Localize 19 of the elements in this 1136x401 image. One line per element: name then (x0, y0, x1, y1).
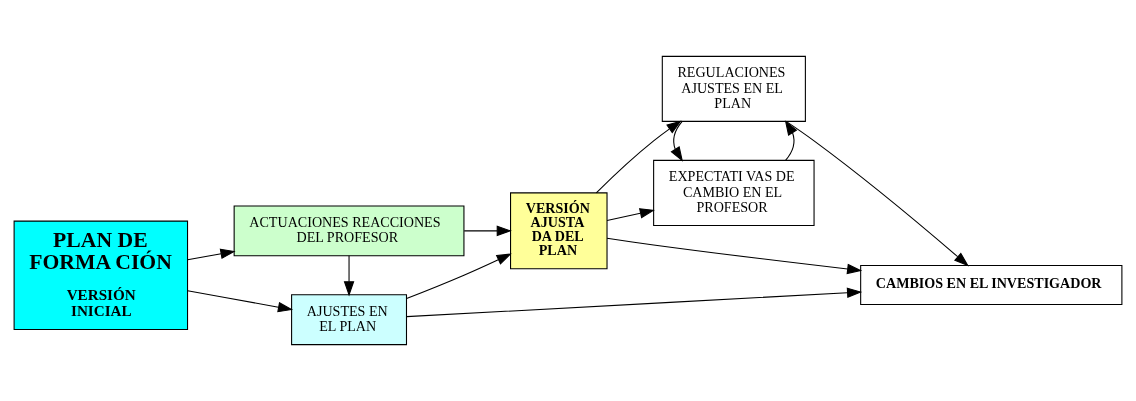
arrow (606, 237, 863, 275)
node-box: EXPECTATI VAS DE CAMBIO EN EL PROFESOR (653, 159, 815, 226)
arrow (785, 120, 969, 267)
node-box: PLAN DE FORMA CIÓN VERSIÓN INICIAL (13, 220, 189, 331)
arrow (406, 253, 512, 300)
arrow (187, 290, 294, 313)
arrow (463, 225, 512, 237)
arrow (606, 208, 655, 222)
node-box: AJUSTES EN EL PLAN (291, 294, 408, 346)
node-box: REGULACIONES AJUSTES EN EL PLAN (661, 55, 806, 122)
node-box: ACTUACIONES REACCIONES DEL PROFESOR (233, 205, 465, 257)
arrow (343, 255, 355, 297)
node-box: VERSIÓN AJUSTA DA DEL PLAN (510, 192, 608, 270)
node-box: CAMBIOS EN EL INVESTIGADOR (860, 265, 1123, 306)
arrow (406, 287, 863, 318)
arrow (187, 248, 236, 261)
arrow (670, 121, 683, 162)
arrow (595, 120, 682, 194)
arrow (784, 120, 798, 161)
